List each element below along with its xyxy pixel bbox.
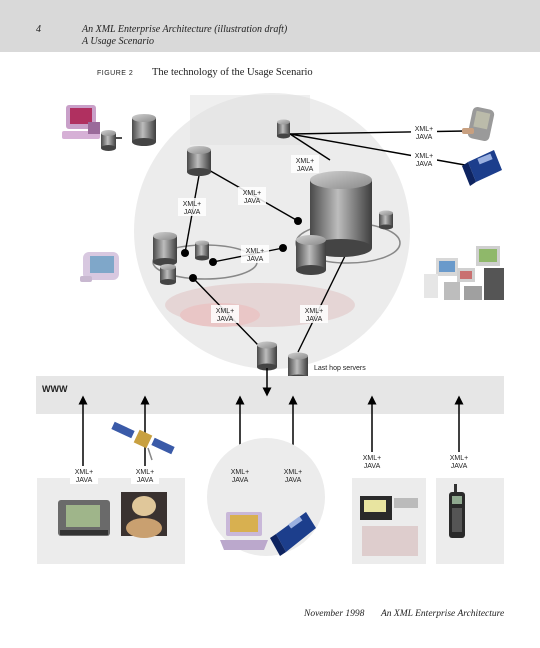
svg-text:JAVA: JAVA	[217, 316, 234, 323]
xml-java-tag: XML+ JAVA	[70, 466, 98, 484]
xml-java-tag: XML+ JAVA	[131, 466, 159, 484]
xml-java-tag: XML+ JAVA	[279, 466, 307, 484]
xml-java-tag: XML+ JAVA	[358, 452, 386, 470]
car-navigation-icon	[58, 500, 110, 536]
svg-text:XML+: XML+	[363, 455, 381, 462]
imac-icon	[80, 252, 119, 282]
xml-java-tag: XML+ JAVA	[411, 124, 437, 141]
www-band	[36, 376, 504, 414]
svg-text:XML+: XML+	[75, 469, 93, 476]
xml-java-tag: XML+ JAVA	[445, 452, 473, 470]
xml-java-tag: XML+ JAVA	[238, 187, 266, 205]
svg-text:JAVA: JAVA	[364, 463, 381, 470]
svg-text:XML+: XML+	[305, 308, 323, 315]
client-panel-center	[207, 438, 325, 556]
architecture-diagram: XML+ JAVA XML+ JAVA XML+ JAVA XML+ JAVA …	[0, 0, 540, 600]
server-cylinder	[379, 211, 393, 230]
svg-text:XML+: XML+	[450, 455, 468, 462]
svg-text:JAVA: JAVA	[137, 477, 154, 484]
svg-text:JAVA: JAVA	[76, 477, 93, 484]
svg-text:JAVA: JAVA	[285, 477, 302, 484]
xml-java-tag: XML+ JAVA	[241, 245, 269, 263]
last-hop-servers-label: Last hop servers	[314, 365, 366, 372]
footer-title: An XML Enterprise Architecture	[381, 609, 504, 619]
svg-text:XML+: XML+	[415, 126, 433, 133]
workstations-icon	[424, 246, 504, 300]
server-cylinder	[101, 130, 116, 151]
desktop-computer-icon	[62, 105, 100, 139]
server-cylinder	[153, 232, 177, 266]
svg-text:XML+: XML+	[415, 153, 433, 160]
last-hop-server-cylinder	[257, 342, 277, 371]
server-cylinder	[187, 146, 211, 176]
svg-text:JAVA: JAVA	[451, 463, 468, 470]
svg-text:XML+: XML+	[216, 308, 234, 315]
svg-text:XML+: XML+	[231, 469, 249, 476]
xml-java-tag: XML+ JAVA	[300, 305, 328, 323]
xml-java-tag: XML+ JAVA	[411, 151, 437, 168]
person-photo-icon	[121, 492, 167, 538]
svg-text:XML+: XML+	[296, 158, 314, 165]
www-label: WWW	[42, 384, 68, 394]
server-cylinder	[296, 235, 326, 275]
server-cylinder	[195, 241, 209, 261]
network-computer-icon	[462, 150, 502, 186]
svg-text:JAVA: JAVA	[184, 209, 201, 216]
server-cylinder	[277, 120, 290, 139]
svg-text:XML+: XML+	[183, 201, 201, 208]
satellite-icon	[111, 422, 174, 460]
mobile-phone-icon	[449, 484, 465, 538]
kiosk-icon	[360, 496, 418, 556]
svg-text:JAVA: JAVA	[297, 166, 314, 173]
svg-text:XML+: XML+	[243, 190, 261, 197]
pda-icon	[462, 106, 495, 142]
svg-text:JAVA: JAVA	[416, 134, 433, 141]
svg-text:XML+: XML+	[246, 248, 264, 255]
xml-java-tag: XML+ JAVA	[291, 155, 319, 173]
svg-text:XML+: XML+	[136, 469, 154, 476]
laptop-icon	[220, 512, 268, 550]
svg-text:JAVA: JAVA	[232, 477, 249, 484]
svg-text:JAVA: JAVA	[244, 198, 261, 205]
svg-text:XML+: XML+	[284, 469, 302, 476]
server-cylinder	[160, 264, 176, 285]
xml-java-tag: XML+ JAVA	[178, 198, 206, 216]
svg-text:JAVA: JAVA	[247, 256, 264, 263]
server-cylinder	[132, 114, 156, 146]
footer-date: November 1998	[304, 609, 364, 619]
xml-java-tag: XML+ JAVA	[211, 305, 239, 323]
svg-text:JAVA: JAVA	[306, 316, 323, 323]
client-panel-phone	[436, 478, 504, 564]
xml-java-tag: XML+ JAVA	[226, 466, 254, 484]
svg-text:JAVA: JAVA	[416, 161, 433, 168]
